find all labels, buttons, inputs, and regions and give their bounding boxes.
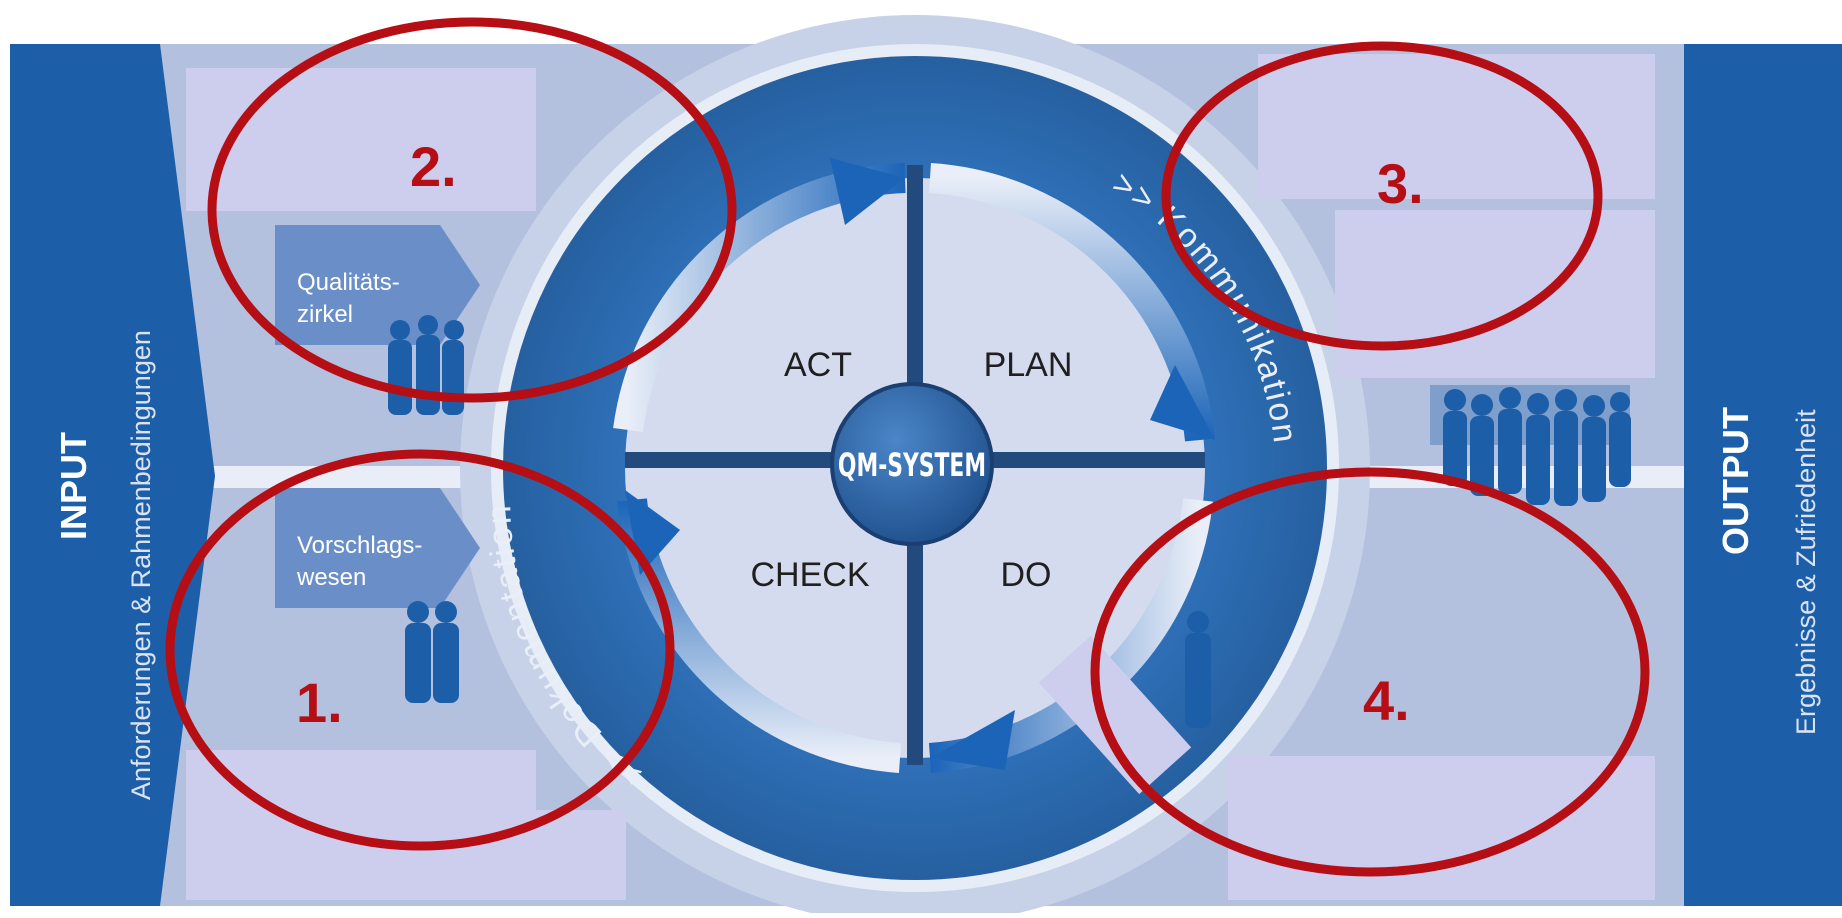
arrow-head-bottom (930, 710, 1015, 770)
output-bar (1684, 44, 1842, 906)
qm-system-label: QM-SYSTEM (838, 447, 986, 484)
people-pair-icon (405, 601, 459, 703)
output-subtitle: Ergebnisse & Zufriedenheit (1791, 409, 1821, 735)
marker-ellipse-4 (1090, 467, 1650, 877)
output-title: OUTPUT (1715, 407, 1756, 555)
marker-label-1: 1. (296, 671, 343, 734)
placeholder-box-top-right-b (1335, 210, 1655, 378)
marker-ellipse-3 (1161, 41, 1603, 351)
crowd-icon (1430, 385, 1631, 506)
placeholder-box-top-right-a (1258, 54, 1655, 199)
tag-vorschlagswesen-line2: wesen (296, 564, 366, 591)
placeholder-box-tilted (1038, 635, 1192, 795)
quadrant-plan: PLAN (984, 346, 1073, 384)
arrow-head-right (1150, 365, 1215, 440)
tag-vorschlagswesen-line1: Vorschlags- (297, 532, 422, 559)
placeholder-box-bottom-left-b (186, 810, 626, 900)
input-subtitle: Anforderungen & Rahmenbedingungen (126, 330, 156, 800)
tag-vorschlagswesen (275, 488, 480, 608)
input-title: INPUT (53, 432, 94, 540)
marker-ellipse-1 (165, 449, 675, 851)
placeholder-box-bottom-right (1228, 756, 1655, 900)
marker-label-2: 2. (410, 135, 457, 198)
tag-qualitaetszirkel (275, 225, 480, 345)
marker-ellipse-2 (207, 17, 737, 403)
quadrant-check: CHECK (750, 556, 869, 594)
quadrant-do: DO (1001, 556, 1052, 594)
marker-label-3: 3. (1377, 152, 1424, 215)
tag-qualitaetszirkel-line1: Qualitäts- (297, 269, 400, 296)
qm-system-hub (830, 382, 994, 546)
quadrant-act: ACT (784, 346, 852, 384)
marker-label-4: 4. (1363, 669, 1410, 732)
arrow-arc-right (929, 163, 1215, 442)
person-single-icon (1185, 611, 1211, 728)
tag-qualitaetszirkel-line2: zirkel (297, 301, 353, 328)
input-bar (10, 44, 215, 906)
arrow-head-top (830, 158, 905, 225)
placeholder-box-top-left (186, 68, 536, 211)
